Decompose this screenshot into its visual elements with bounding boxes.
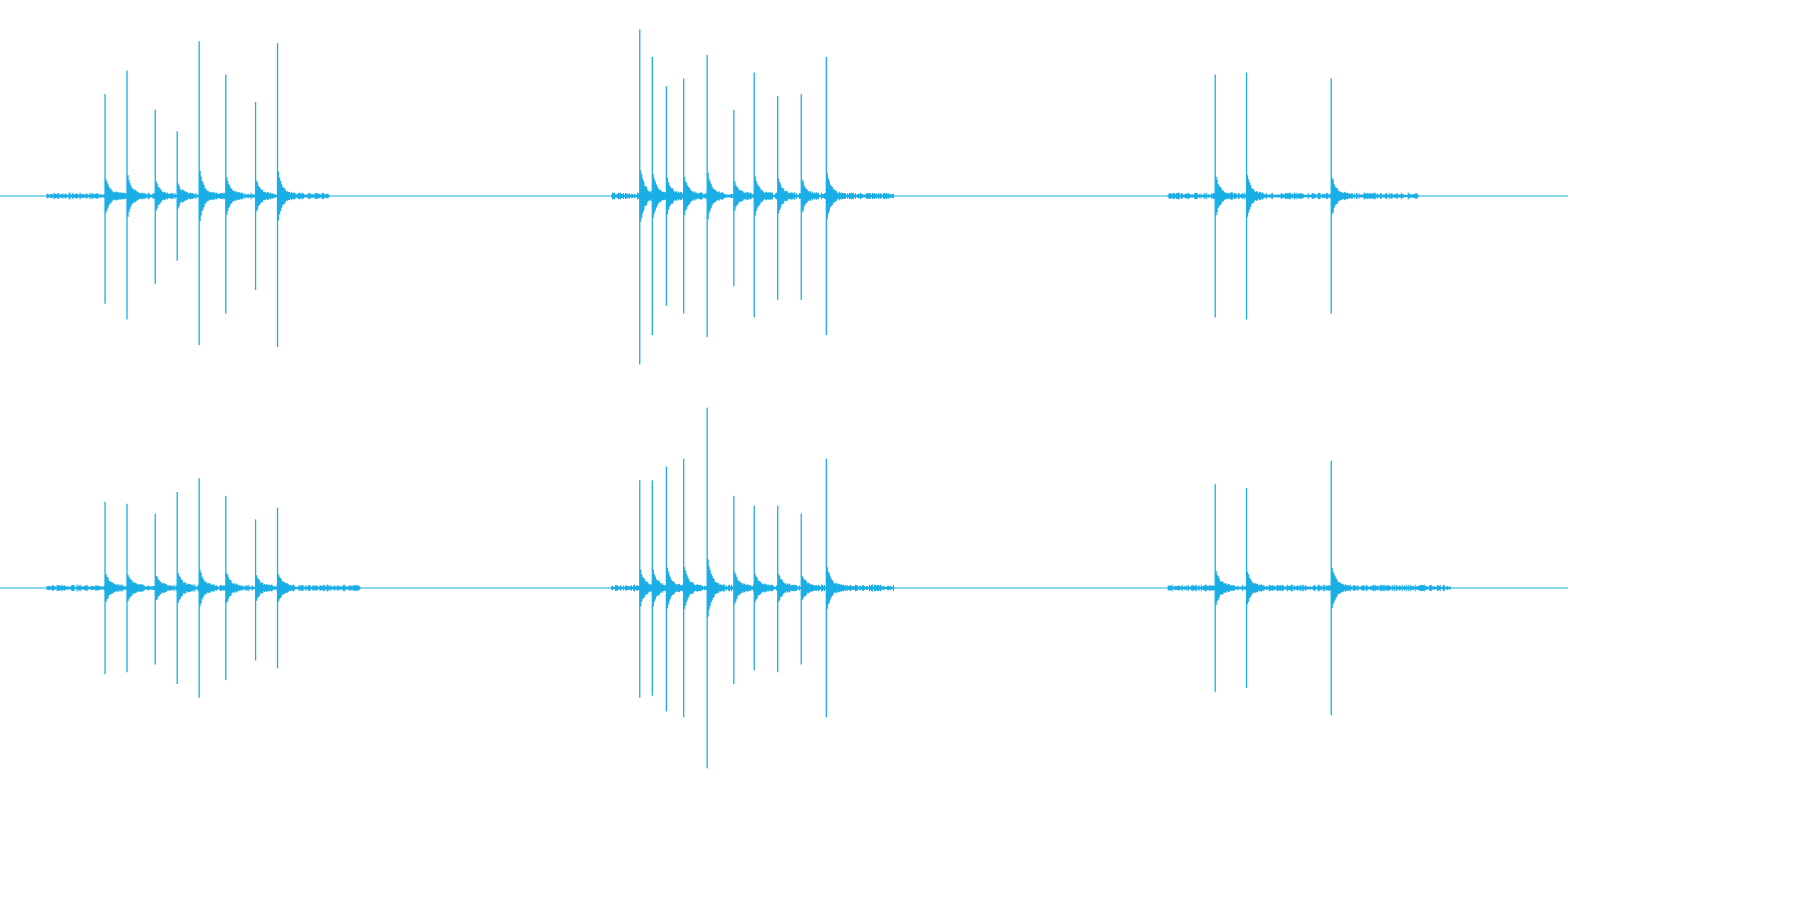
channel-2-transient-decay	[801, 576, 819, 600]
channel-2-transient-decay	[1331, 568, 1349, 608]
channel-2-transient-decay	[226, 573, 244, 603]
channel-1-transient-decay	[177, 183, 195, 209]
channel-2-transient-decay	[734, 572, 752, 604]
channel-1-transient-decay	[666, 177, 684, 215]
channel-2-transient-decay	[826, 567, 844, 609]
channel-2-transient-decay	[105, 574, 123, 602]
channel-2-track	[0, 407, 1568, 769]
channel-2-transient-decay	[666, 567, 684, 609]
channel-1-transient-decay	[778, 178, 796, 214]
channel-2-transient-decay	[778, 574, 796, 602]
channel-1-transient-decay	[105, 179, 123, 213]
channel-1-transient-decay	[734, 181, 752, 211]
channel-1-transient-decay	[1246, 175, 1265, 217]
channel-1-transient-decay	[707, 172, 725, 220]
channel-1-transient-decay	[801, 179, 819, 213]
channel-2-transient-decay	[155, 575, 173, 601]
channel-1-transient-decay	[1215, 176, 1233, 216]
channel-2-transient-decay	[127, 574, 145, 602]
channel-1-transient-decay	[277, 171, 296, 221]
channel-2-transient-decay	[1215, 571, 1233, 605]
channel-1-transient-decay	[199, 170, 217, 222]
channel-1-transient-decay	[826, 173, 844, 219]
channel-2-transient-decay	[277, 574, 296, 602]
channel-2-noise-2	[1167, 584, 1451, 592]
channel-1-transient-decay	[255, 180, 274, 212]
channel-1-transient-decay	[1331, 177, 1349, 215]
channel-2-transient-decay	[177, 572, 195, 604]
channel-1-transient-decay	[155, 181, 173, 211]
channel-2-transient-decay	[707, 559, 725, 617]
channel-2-transient-decay	[684, 567, 702, 609]
channel-1-transient-decay	[684, 176, 702, 216]
channel-1-transient-decay	[226, 177, 244, 215]
channel-2-transient-decay	[199, 570, 217, 606]
channel-1-transient-decay	[754, 176, 772, 216]
channel-1-track	[0, 29, 1568, 365]
channel-1-transient-decay	[127, 175, 145, 217]
channel-1-noise-2	[1167, 192, 1419, 200]
channel-2-transient-decay	[1246, 571, 1265, 605]
channel-2-transient-decay	[754, 574, 772, 602]
channel-2-transient-decay	[255, 575, 274, 601]
